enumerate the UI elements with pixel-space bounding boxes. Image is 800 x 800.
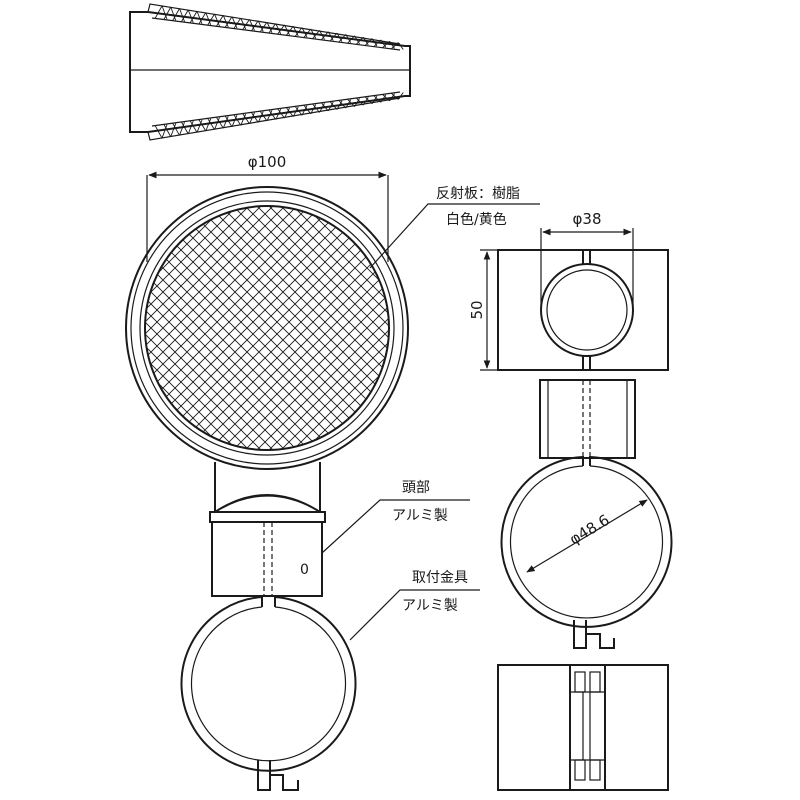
pipe-clamp-view bbox=[500, 379, 673, 649]
head-label: 頭部 bbox=[402, 480, 430, 496]
reflector-mesh bbox=[145, 206, 389, 450]
bracket-label: 取付金具 bbox=[412, 570, 468, 586]
dim-clamp-inner: φ38 bbox=[540, 210, 634, 305]
head-body: 0 bbox=[211, 521, 323, 597]
callout-head: 頭部 アルミ製 bbox=[321, 480, 470, 554]
bracket-ring-front bbox=[180, 596, 357, 791]
head-cap bbox=[209, 494, 326, 523]
clamp-top-view bbox=[497, 249, 669, 371]
reflector-material-label: 反射板：樹脂 bbox=[436, 186, 520, 202]
clamp-inner-diameter-label: φ38 bbox=[573, 210, 602, 228]
clamp-height-label: 50 bbox=[468, 300, 486, 319]
callout-bracket: 取付金具 アルミ製 bbox=[349, 570, 480, 641]
dim-clamp-height: 50 bbox=[468, 249, 498, 371]
reflector-color-label: 白色/黄色 bbox=[446, 211, 507, 228]
reflector-stem bbox=[214, 462, 321, 512]
side-mark: 0 bbox=[300, 562, 309, 578]
callout-reflector: 反射板：樹脂 白色/黄色 bbox=[369, 186, 540, 269]
bracket-material-label: アルミ製 bbox=[402, 598, 458, 614]
pipe-diameter-label: φ48.6 bbox=[566, 511, 612, 549]
dim-reflector-diameter: φ100 bbox=[146, 153, 389, 262]
head-material-label: アルミ製 bbox=[392, 508, 448, 524]
reflector-side-profile bbox=[129, 3, 411, 141]
reflector-front-view bbox=[125, 186, 409, 470]
reflector-diameter-label: φ100 bbox=[248, 153, 287, 171]
dim-pipe-diameter: φ48.6 bbox=[526, 499, 648, 573]
clamp-bottom-view bbox=[497, 664, 669, 791]
